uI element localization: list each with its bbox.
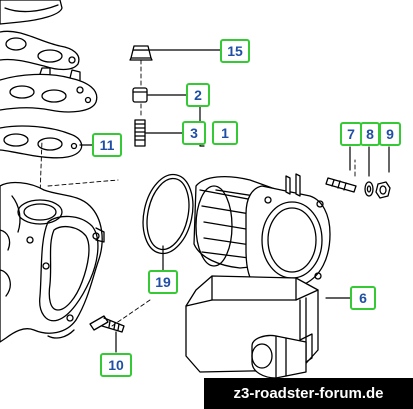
callout-19: 19: [148, 270, 178, 294]
callout-3: 3: [182, 121, 206, 145]
part-8-washer: [364, 181, 374, 197]
assembly-lines: [39, 59, 356, 327]
top-left-part: [0, 0, 63, 25]
callout-2: 2: [186, 83, 210, 107]
leader-lines: [79, 49, 390, 353]
part-7-stud: [325, 177, 357, 193]
callout-10: 10: [100, 353, 132, 377]
part-10-bolt: [89, 315, 125, 333]
flange-plate: [0, 67, 98, 113]
part-3-stud: [134, 119, 146, 147]
intake-manifold: [0, 181, 105, 343]
callout-1: 1: [212, 121, 238, 145]
callout-11: 11: [92, 133, 122, 157]
part-15-cap: [129, 45, 153, 61]
part-2-sleeve: [132, 87, 148, 103]
callout-9: 9: [379, 122, 401, 146]
part-19-o-ring: [142, 173, 194, 255]
part-9-nut: [375, 181, 391, 199]
upper-gasket: [0, 30, 80, 71]
forum-watermark: z3-roadster-forum.de: [204, 378, 413, 409]
lower-gasket: [0, 125, 83, 159]
callout-7: 7: [340, 122, 362, 146]
part-6-throttle-housing: [185, 173, 331, 379]
callout-6: 6: [350, 286, 376, 310]
callout-8: 8: [360, 122, 380, 146]
callout-15: 15: [220, 39, 250, 63]
